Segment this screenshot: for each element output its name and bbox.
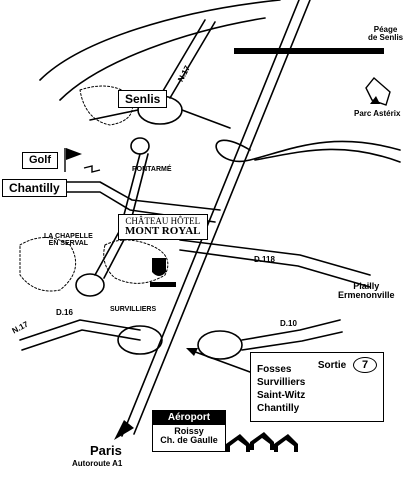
d10-road	[241, 319, 341, 341]
n17-upper-road	[159, 19, 206, 97]
d16-road	[19, 319, 141, 341]
exit-destination: Saint-Witz	[257, 390, 306, 401]
airport-title: Aéroport	[153, 411, 225, 425]
exit-sign-header: Sortie 7	[318, 357, 377, 373]
asterix-park-icon	[365, 76, 391, 106]
survilliers-roundabout	[117, 325, 163, 355]
senlis-sign: Senlis	[118, 90, 168, 108]
fosses-roundabout	[197, 330, 243, 360]
interchange-loop	[215, 139, 401, 163]
parc-asterix-label: Parc Astérix	[354, 109, 401, 118]
pontarme-label: PONTARMÉ	[132, 166, 172, 173]
chantilly-road	[59, 181, 221, 211]
peage-toll-bar	[234, 48, 384, 54]
exit-sign: Sortie 7 Fosses Survilliers Saint-Witz C…	[250, 352, 384, 422]
peage-label: Péage de Senlis	[368, 25, 404, 42]
plane-icon	[226, 432, 298, 452]
autoroute-label: Autoroute A1	[72, 459, 123, 468]
arrow-to-paris	[114, 420, 134, 440]
paris-label: Paris	[90, 443, 122, 458]
airport-sign: Aéroport Roissy Ch. de Gaulle	[152, 410, 226, 452]
d118-road	[179, 239, 371, 276]
road-label-d16: D.16	[56, 308, 73, 317]
survilliers-label: SURVILLIERS	[110, 306, 157, 313]
airport-line: Roissy	[174, 426, 204, 436]
road-label-d10: D.10	[280, 319, 297, 328]
golf-flag-icon	[64, 148, 101, 173]
hotel-crest-icon	[150, 258, 176, 287]
golf-sign: Golf	[22, 152, 58, 169]
hotel-sign: CHÂTEAU HÔTEL MONT ROYAL	[118, 214, 208, 240]
plailly-label: Plailly Ermenonville	[338, 281, 395, 300]
road-label-d118: D.118	[254, 255, 275, 264]
airport-line: Ch. de Gaulle	[160, 435, 218, 445]
hotel-line1: CHÂTEAU HÔTEL	[125, 216, 201, 226]
chantilly-sign: Chantilly	[2, 179, 67, 197]
exit-label: Sortie	[317, 360, 347, 371]
hotel-line2: MONT ROYAL	[125, 225, 201, 237]
exit-destination: Fosses	[257, 364, 292, 375]
autoroute-a1-inner	[133, 0, 311, 435]
exit-destination: Chantilly	[257, 403, 300, 414]
la-chapelle-label: LA CHAPELLE EN SERVAL	[44, 233, 93, 247]
exit-destination: Survilliers	[257, 377, 306, 388]
exit-arrow	[189, 349, 251, 373]
autoroute-a1	[121, 0, 300, 437]
exit-number: 7	[353, 357, 377, 373]
